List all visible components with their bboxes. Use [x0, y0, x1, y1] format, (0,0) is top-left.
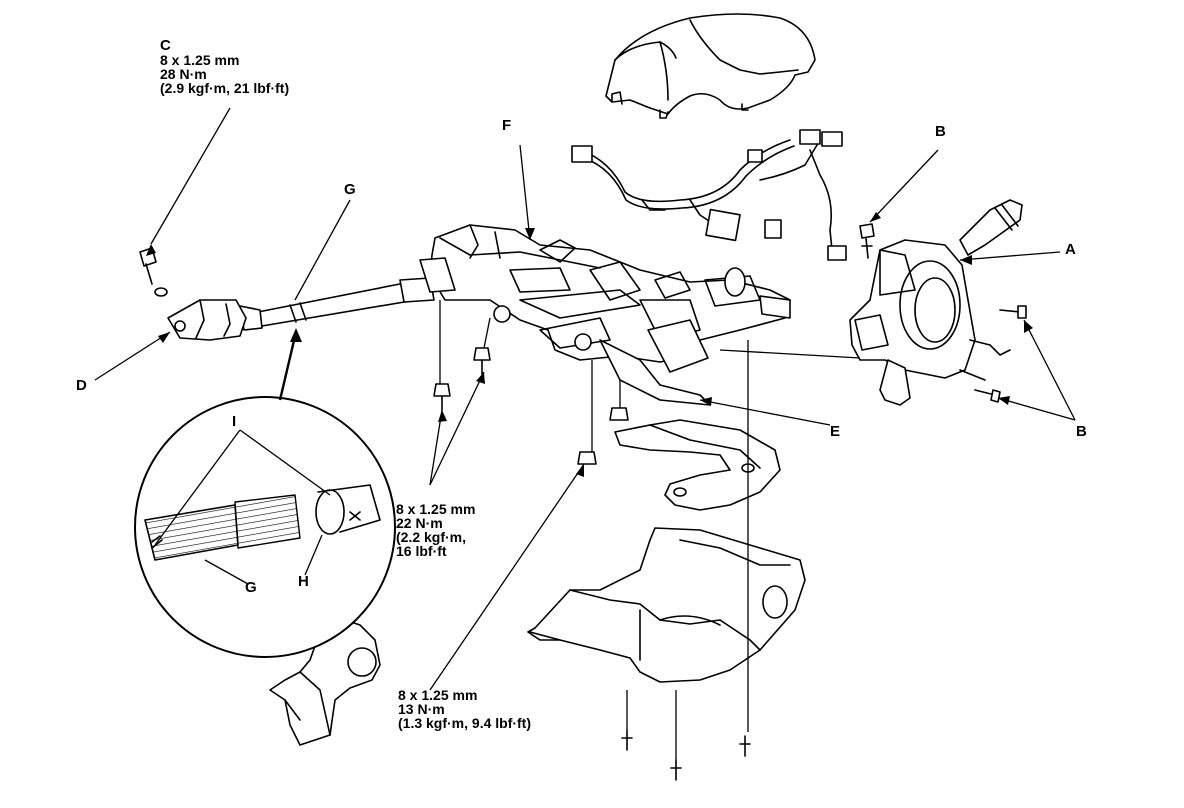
torque-spec-c: C 8 x 1.25 mm 28 N·m (2.9 kgf·m, 21 lbf·…: [160, 38, 289, 95]
spec-line: (2.9 kgf·m, 21 lbf·ft): [160, 80, 290, 96]
callout-g-top: G: [344, 181, 356, 198]
callout-h: H: [298, 573, 309, 590]
bolt-icon: [473, 347, 491, 375]
column-bracket: [614, 419, 781, 511]
screw-icon: [739, 735, 751, 757]
nut-icon: [577, 451, 597, 465]
lower-column-cover: [527, 527, 806, 683]
callout-c: C: [160, 37, 171, 54]
spec-line: (2.2 kgf·m,: [396, 529, 467, 545]
universal-joint: [167, 299, 247, 341]
combination-switch: [849, 199, 1023, 406]
spec-line: 8 x 1.25 mm: [160, 52, 240, 68]
wire-harness: [571, 129, 847, 261]
leader-lines: [94, 107, 1076, 760]
torque-spec-bracket-nuts: 8 x 1.25 mm 13 N·m (1.3 kgf·m, 9.4 lbf·f…: [398, 688, 531, 730]
spec-line: (1.3 kgf·m, 9.4 lbf·ft): [398, 715, 532, 731]
spec-line: 16 lbf·ft: [396, 543, 447, 559]
spec-line: 8 x 1.25 mm: [396, 501, 476, 517]
steering-shaft: [239, 277, 435, 331]
screw-icon: [621, 729, 633, 751]
spec-line: 8 x 1.25 mm: [398, 687, 478, 703]
spec-line: 22 N·m: [396, 515, 443, 531]
steering-column-body: [419, 224, 791, 406]
callout-i: I: [232, 413, 237, 430]
bolt-icon: [859, 223, 875, 259]
screw-icon: [999, 305, 1027, 319]
bolt-icon: [433, 383, 451, 411]
callout-g-detail: G: [245, 579, 257, 596]
spec-line: 28 N·m: [160, 66, 207, 82]
upper-column-cover: [605, 13, 816, 119]
callout-b-right: B: [1076, 423, 1087, 440]
callout-f: F: [502, 117, 512, 134]
callout-b-top: B: [935, 123, 946, 140]
torque-spec-column-bolts: 8 x 1.25 mm 22 N·m (2.2 kgf·m, 16 lbf·ft: [396, 502, 475, 558]
callout-e: E: [830, 423, 841, 440]
column-lower-bracket: [269, 619, 381, 746]
spec-line: 13 N·m: [398, 701, 445, 717]
detail-view: [134, 396, 396, 658]
screw-icon: [670, 759, 682, 781]
nut-icon: [609, 407, 629, 421]
callout-d: D: [76, 377, 87, 394]
screw-icon: [974, 389, 1001, 403]
bolt-icon: [139, 247, 168, 297]
arrowheads: [146, 212, 1033, 477]
callout-a: A: [1065, 241, 1076, 258]
